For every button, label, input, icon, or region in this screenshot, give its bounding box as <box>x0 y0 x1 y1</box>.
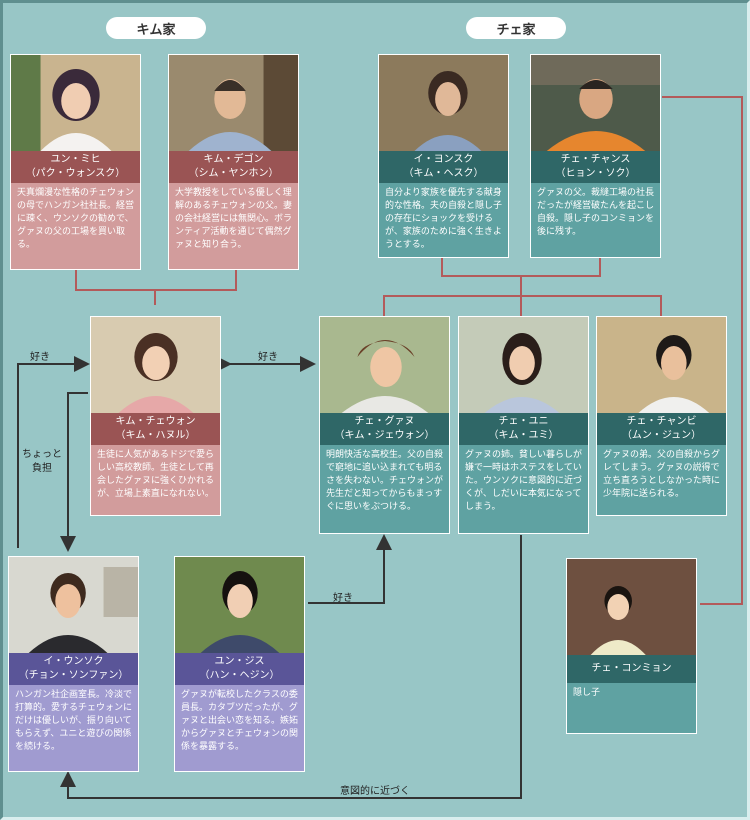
photo-i-unsoku <box>9 557 138 653</box>
photo-choi-chansu <box>531 55 660 151</box>
choi-parents-connector <box>441 258 601 277</box>
card-yun-jisu: ユン・ジス （ハン・ヘジン） グァヌが転校したクラスの委員長。カタブツだったが、… <box>174 556 305 772</box>
kim-family-label: キム家 <box>106 17 206 39</box>
name-choi-chanbi: チェ・チャンビ （ムン・ジュン） <box>597 413 726 445</box>
actor-kim-chewon: （キム・ハヌル） <box>115 430 196 441</box>
name-choi-chansu-text: チェ・チャンス <box>560 154 631 165</box>
actor-i-yonsuku: （キム・ヘスク） <box>403 168 484 179</box>
photo-yun-jisu <box>175 557 304 653</box>
actor-choi-guanu: （キム・ジェウォン） <box>334 430 435 441</box>
card-yun-mihi: ユン・ミヒ （パク・ウォンスク） 天真爛漫な性格のチェウォンの母でハンガン社社長… <box>10 54 141 270</box>
desc-yun-jisu: グァヌが転校したクラスの委員長。カタブツだったが、グァヌと出会い恋を知る。嫉妬か… <box>175 685 304 771</box>
photo-choi-yuni <box>459 317 588 413</box>
desc-choi-chanbi: グァヌの弟。父の自殺からグレてしまう。グァヌの説得で立ち直ろうとしなかった時に少… <box>597 445 726 515</box>
desc-kim-degon: 大学教授をしている優しく理解のあるチェウォンの父。妻の会社経営には無関心。ボラン… <box>169 183 298 269</box>
name-yun-jisu: ユン・ジス （ハン・ヘジン） <box>175 653 304 685</box>
name-i-unsoku: イ・ウンソク （チョン・ソンファン） <box>9 653 138 685</box>
label-like-mid: 好き <box>258 352 278 363</box>
card-choi-yuni: チェ・ユニ （キム・ユミ） グァヌの姉。貧しい暮らしが嫌で一時はホステスをしてい… <box>458 316 589 534</box>
name-i-unsoku-text: イ・ウンソク <box>43 656 104 667</box>
card-choi-guanu: チェ・グァヌ （キム・ジェウォン） 明朗快活な高校生。父の自殺で窮地に追い込まれ… <box>319 316 450 534</box>
photo-yun-mihi <box>11 55 140 151</box>
label-like-jisu: 好き <box>333 593 353 604</box>
desc-i-unsoku: ハンガン社企画室長。冷淡で打算的。愛するチェウォンにだけは優しいが、振り向いても… <box>9 685 138 771</box>
name-choi-yuni: チェ・ユニ （キム・ユミ） <box>459 413 588 445</box>
desc-choi-chansu: グァヌの父。裁縫工場の社長だったが経営破たんを起こし自殺。隠し子のコンミョンを後… <box>531 183 660 257</box>
name-choi-yuni-text: チェ・ユニ <box>498 416 549 427</box>
desc-choi-yuni: グァヌの姉。貧しい暮らしが嫌で一時はホステスをしていた。ウンソクに意図的に近づく… <box>459 445 588 533</box>
card-choi-chansu: チェ・チャンス （ヒョン・ソク） グァヌの父。裁縫工場の社長だったが経営破たんを… <box>530 54 661 258</box>
desc-choi-guanu: 明朗快活な高校生。父の自殺で窮地に追い込まれても明るさを失わない。チェウォンが先… <box>320 445 449 533</box>
label-burden-line1: ちょっと <box>22 449 62 460</box>
choi-children-connector <box>383 295 662 316</box>
photo-choi-chanbi <box>597 317 726 413</box>
label-burden-line2: 負担 <box>32 463 52 474</box>
name-i-yonsuku-text: イ・ヨンスク <box>413 154 474 165</box>
desc-kim-chewon: 生徒に人気があるドジで愛らしい高校教師。生徒として再会したグァヌに強くひかれるが… <box>91 445 220 515</box>
actor-choi-chanbi: （ムン・ジュン） <box>621 430 702 441</box>
photo-i-yonsuku <box>379 55 508 151</box>
card-choi-chanbi: チェ・チャンビ （ムン・ジュン） グァヌの弟。父の自殺からグレてしまう。グァヌの… <box>596 316 727 516</box>
arrow-unsoku-chewon <box>17 356 90 548</box>
label-like-left: 好き <box>30 352 50 363</box>
desc-i-yonsuku: 自分より家族を優先する献身的な性格。夫の自殺と隠し子の存在にショックを受けるが、… <box>379 183 508 257</box>
actor-kim-degon: （シム・ヤンホン） <box>188 168 279 179</box>
name-kim-degon-text: キム・デゴン <box>203 154 264 165</box>
card-kim-chewon: キム・チェウォン （キム・ハヌル） 生徒に人気があるドジで愛らしい高校教師。生徒… <box>90 316 221 516</box>
actor-i-unsoku: （チョン・ソンファン） <box>18 670 129 681</box>
name-choi-guanu-text: チェ・グァヌ <box>354 416 415 427</box>
name-choi-chanbi-text: チェ・チャンビ <box>626 416 697 427</box>
name-kim-degon: キム・デゴン （シム・ヤンホン） <box>169 151 298 183</box>
actor-yun-jisu: （ハン・ヘジン） <box>199 670 280 681</box>
photo-kim-chewon <box>91 317 220 413</box>
arrow-yuni-unsoku <box>60 535 522 799</box>
desc-yun-mihi: 天真爛漫な性格のチェウォンの母でハンガン社社長。経営に疎く、ウンソクの勧めで、グ… <box>11 183 140 269</box>
name-yun-jisu-text: ユン・ジス <box>214 656 265 667</box>
photo-choi-guanu <box>320 317 449 413</box>
name-choi-konmyon: チェ・コンミョン <box>567 655 696 683</box>
actor-choi-yuni: （キム・ユミ） <box>488 430 559 441</box>
name-kim-chewon-text: キム・チェウォン <box>115 416 196 427</box>
arrow-chewon-unsoku <box>60 392 88 552</box>
name-kim-chewon: キム・チェウォン （キム・ハヌル） <box>91 413 220 445</box>
chansu-konmyon-connector <box>662 96 743 605</box>
card-choi-konmyon: チェ・コンミョン 隠し子 <box>566 558 697 734</box>
card-i-unsoku: イ・ウンソク （チョン・ソンファン） ハンガン社企画室長。冷淡で打算的。愛するチ… <box>8 556 139 772</box>
name-yun-mihi-text: ユン・ミヒ <box>50 154 101 165</box>
name-yun-mihi: ユン・ミヒ （パク・ウォンスク） <box>11 151 140 183</box>
card-kim-degon: キム・デゴン （シム・ヤンホン） 大学教授をしている優しく理解のあるチェウォンの… <box>168 54 299 270</box>
photo-choi-konmyon <box>567 559 696 655</box>
actor-yun-mihi: （パク・ウォンスク） <box>25 168 126 179</box>
photo-kim-degon <box>169 55 298 151</box>
name-choi-guanu: チェ・グァヌ （キム・ジェウォン） <box>320 413 449 445</box>
name-i-yonsuku: イ・ヨンスク （キム・ヘスク） <box>379 151 508 183</box>
desc-choi-konmyon: 隠し子 <box>567 683 696 733</box>
arrow-jisu-guanu <box>308 534 392 604</box>
name-choi-chansu: チェ・チャンス （ヒョン・ソク） <box>531 151 660 183</box>
label-burden: ちょっと 負担 <box>22 448 62 476</box>
label-approach: 意図的に近づく <box>340 786 410 797</box>
name-choi-konmyon-text: チェ・コンミョン <box>591 663 672 674</box>
card-i-yonsuku: イ・ヨンスク （キム・ヘスク） 自分より家族を優先する献身的な性格。夫の自殺と隠… <box>378 54 509 258</box>
actor-choi-chansu: （ヒョン・ソク） <box>555 168 636 179</box>
kim-parents-connector <box>75 270 237 291</box>
choi-family-label: チェ家 <box>466 17 566 39</box>
